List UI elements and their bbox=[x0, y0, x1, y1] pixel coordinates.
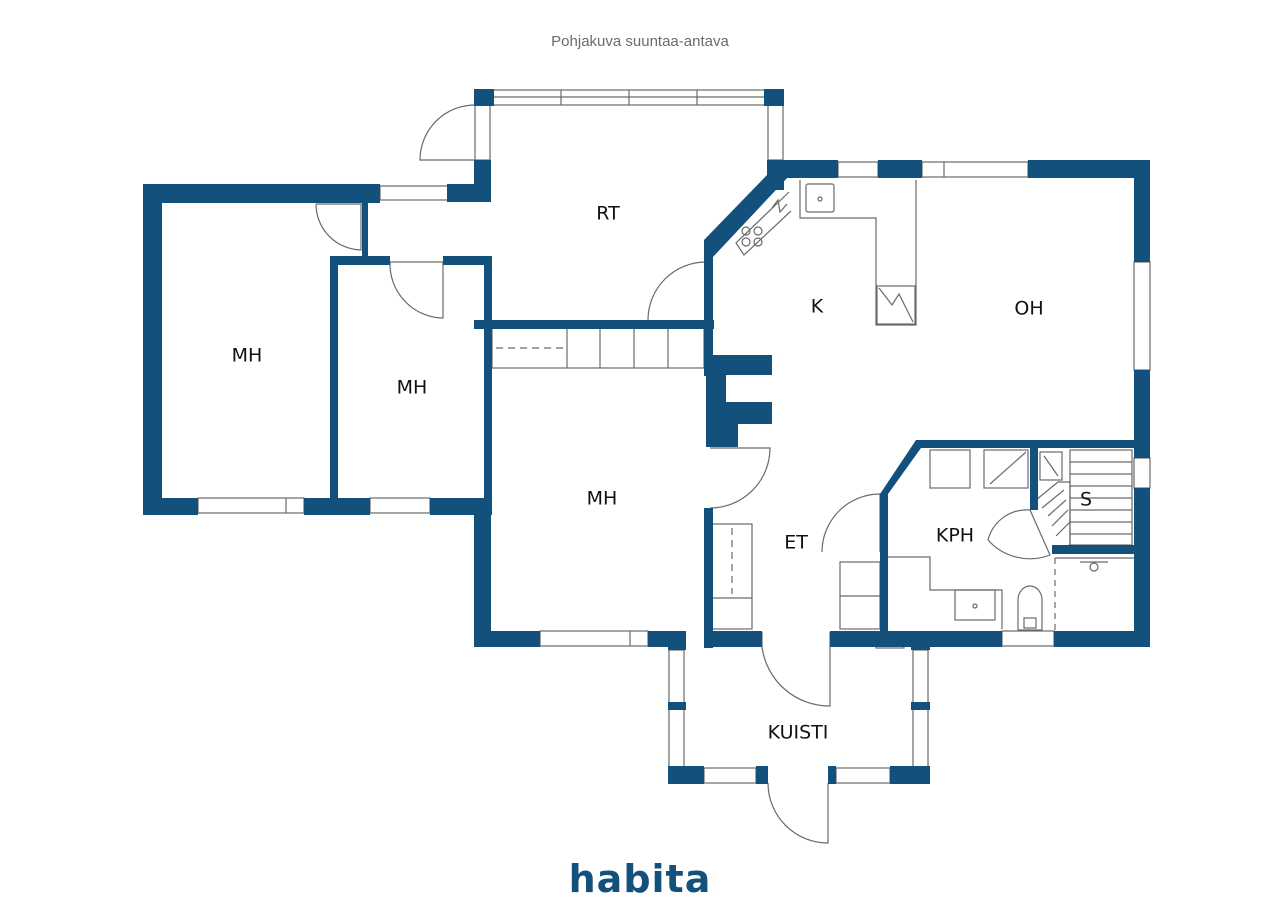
window-mh-mid bbox=[369, 497, 431, 514]
door-sauna bbox=[987, 509, 1051, 560]
room-label-kuisti: KUISTI bbox=[768, 722, 829, 744]
habita-logo: habita bbox=[568, 857, 712, 901]
door-rt-entry bbox=[419, 104, 476, 161]
window-mh-left bbox=[197, 497, 305, 514]
door-kuisti bbox=[761, 632, 831, 707]
window-s-right bbox=[1133, 457, 1151, 489]
room-label-mh-center: MH bbox=[587, 488, 618, 510]
room-label-k: K bbox=[811, 296, 824, 318]
door-et-kph bbox=[821, 493, 881, 553]
door-mh-center bbox=[709, 447, 771, 509]
window-rt-left bbox=[474, 104, 491, 161]
walls-layer bbox=[143, 89, 1150, 784]
door-kuisti-exit bbox=[767, 782, 829, 844]
room-label-rt: RT bbox=[596, 203, 620, 225]
corridor-closet bbox=[491, 327, 705, 369]
door-mh-left bbox=[315, 203, 362, 251]
room-label-et: ET bbox=[784, 532, 808, 554]
room-label-s: S bbox=[1080, 489, 1092, 511]
door-mh-mid bbox=[389, 261, 444, 319]
room-labels: RT K OH MH MH MH ET KPH S KUISTI bbox=[232, 203, 1092, 744]
room-label-kph: KPH bbox=[936, 525, 974, 547]
window-oh-right bbox=[1133, 261, 1151, 371]
et-closets bbox=[711, 523, 881, 630]
kitchen-counter bbox=[735, 180, 917, 326]
window-kuisti-bottom-left bbox=[703, 767, 757, 784]
plan-disclaimer-caption: Pohjakuva suuntaa-antava bbox=[551, 33, 729, 50]
window-oh-top bbox=[921, 161, 1029, 178]
window-kph bbox=[1001, 630, 1055, 647]
room-label-oh: OH bbox=[1014, 298, 1043, 320]
window-k-top bbox=[837, 161, 879, 178]
window-rt-right bbox=[767, 104, 784, 161]
kph-fixtures bbox=[888, 449, 1134, 631]
room-label-mh-mid: MH bbox=[397, 377, 428, 399]
window-kuisti-bottom-right bbox=[835, 767, 891, 784]
room-label-mh-left: MH bbox=[232, 345, 263, 367]
window-rt-top bbox=[492, 89, 766, 106]
window-mh-center bbox=[539, 630, 649, 647]
window-corridor bbox=[379, 185, 449, 201]
door-k-corridor bbox=[647, 261, 707, 321]
